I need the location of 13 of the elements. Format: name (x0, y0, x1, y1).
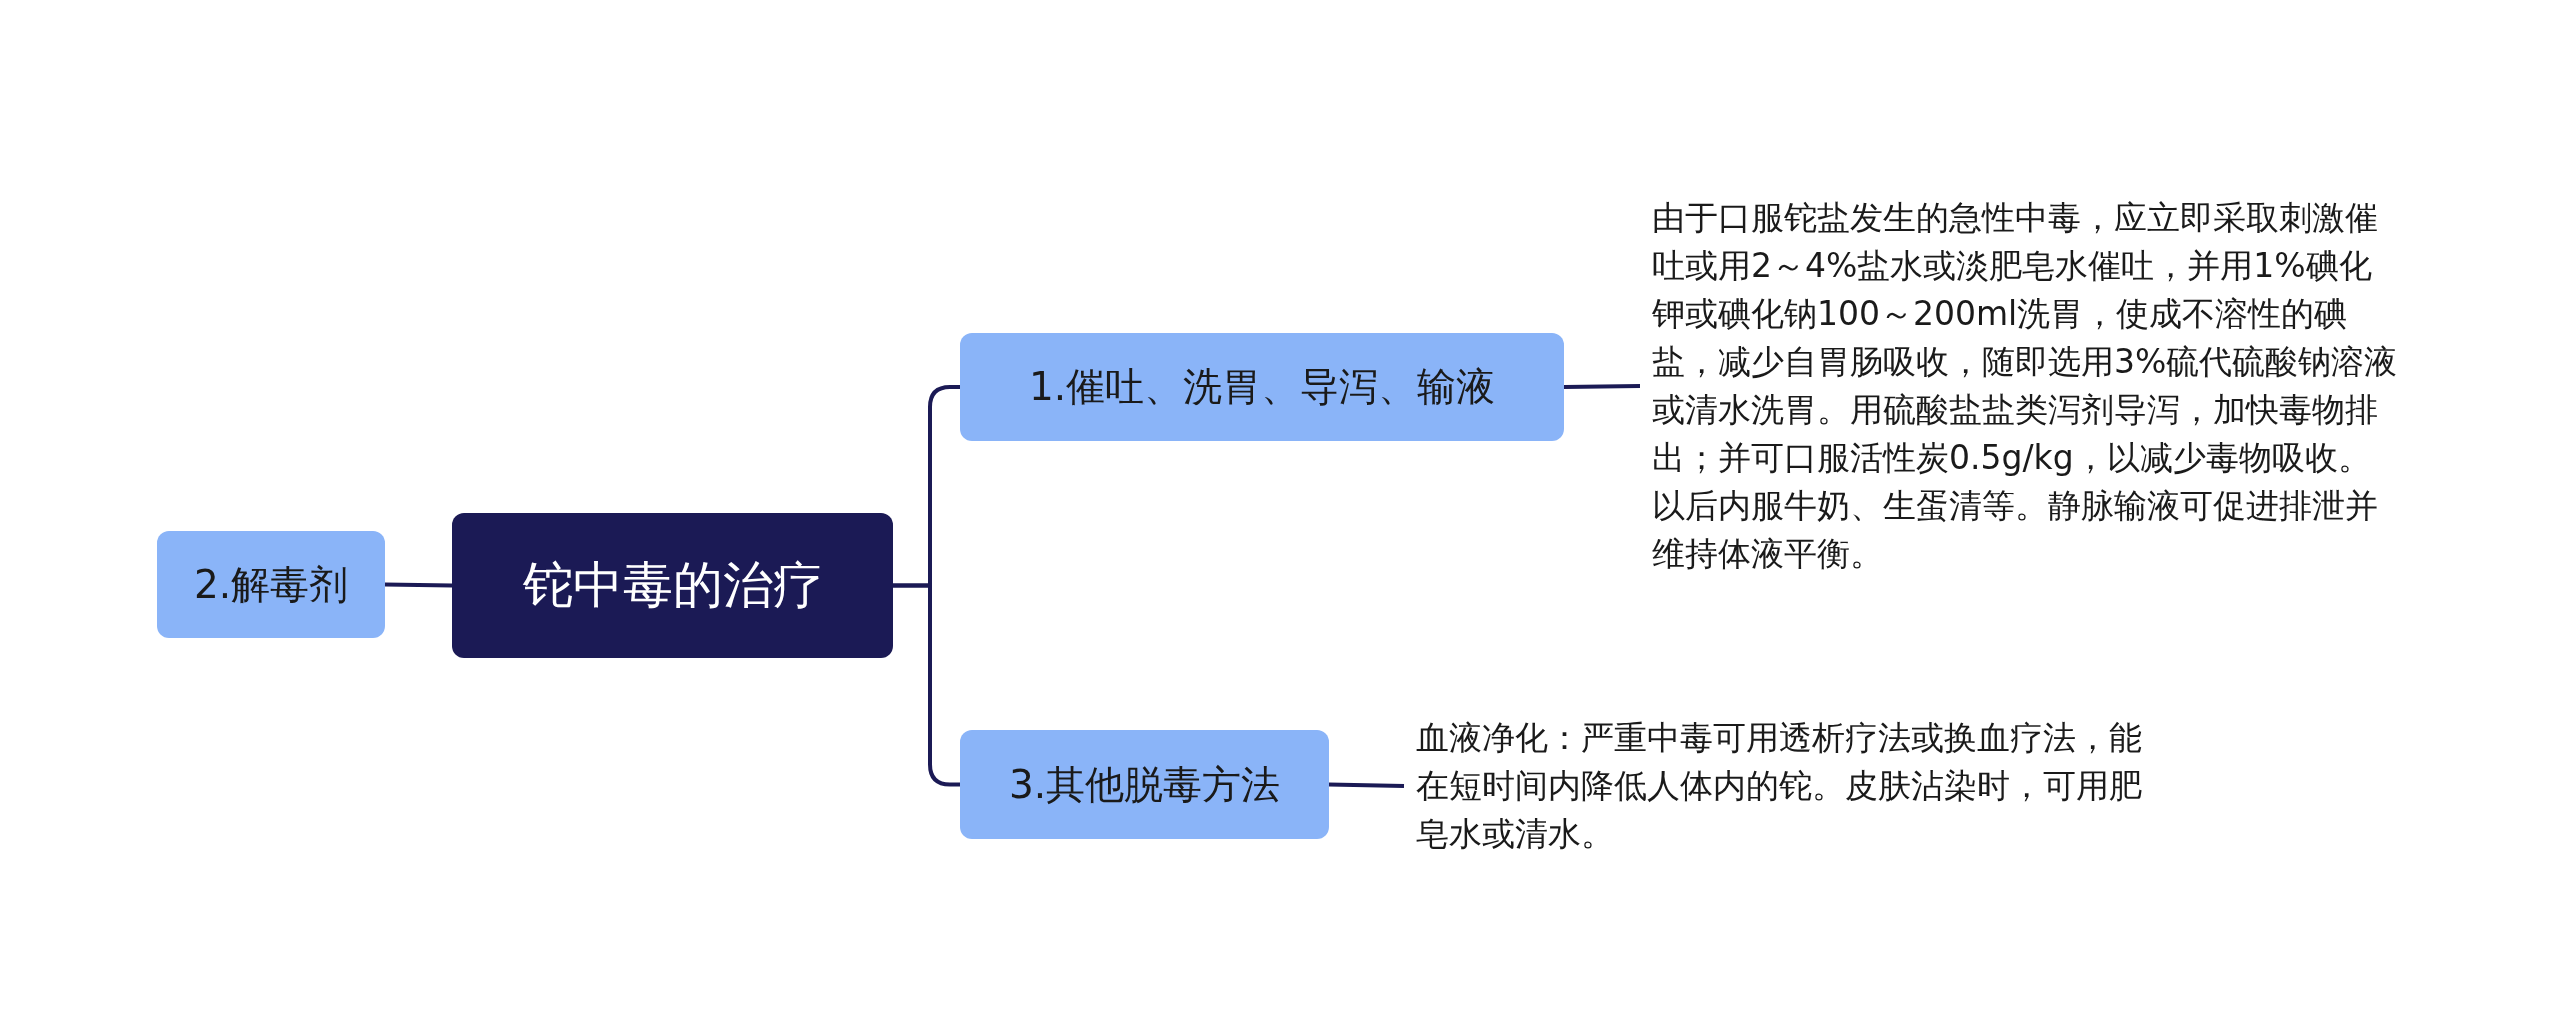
topic-text: 3.其他脱毒方法 (1008, 760, 1281, 809)
topic-box (157, 531, 385, 638)
topic-text: 铊中毒的治疗 (522, 555, 823, 616)
topic-text: 1.催吐、洗胃、导泻、输液 (1028, 363, 1496, 411)
note-text: 血液净化：严重中毒可用透析疗法或换血疗法，能在短时间内降低人体内的铊。皮肤沾染时，可用肥皂水或清水。 (1416, 717, 2143, 855)
central-topic-box (452, 513, 893, 658)
connector-line (1328, 782, 1405, 788)
topic-text: 2.解毒剂 (193, 560, 349, 609)
note-text: 由于口服铊盐发生的急性中毒，应立即采取刺激催吐或用2～4%盐水或淡肥皂水催吐，并用1%碘化钾或碘化钠100～200ml洗胃，使成不溶性的碘盐，减少自胃肠吸收，随即选用3%硫代硫酸钠溶液或清水洗胃。用硫酸盐盐类泻剂导泻，加快毒物排出；并可口服活性炭0.5g/kg，以减少毒物吸收。以后内服牛奶、生蛋清等。静脉输液可促进排泄并维持体液平衡。 (1652, 197, 2399, 575)
topic-box (960, 333, 1564, 441)
connector-line (1563, 384, 1641, 389)
connector-line (384, 582, 453, 588)
topic-box (960, 730, 1329, 839)
